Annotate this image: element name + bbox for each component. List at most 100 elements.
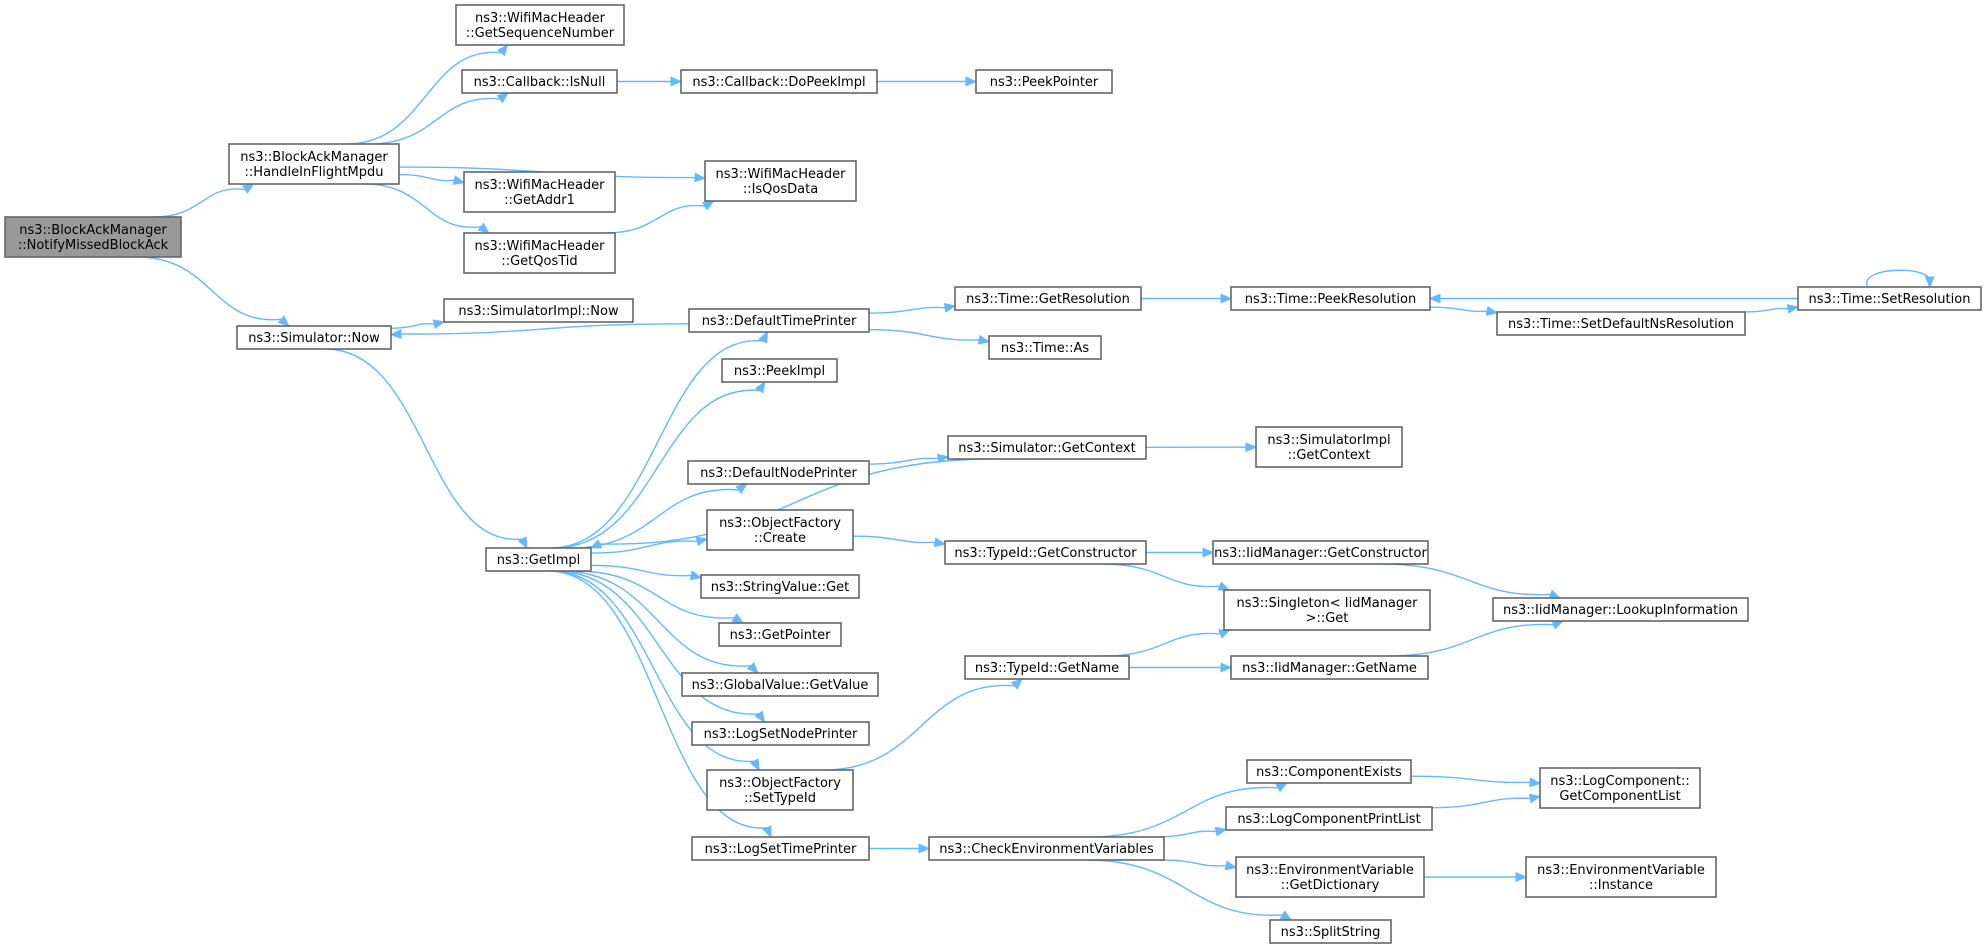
node-box[interactable]	[4, 216, 182, 258]
graph-node-getseq[interactable]: ns3::WifiMacHeader::GetSequenceNumber	[455, 4, 625, 46]
node-box[interactable]	[944, 540, 1147, 565]
graph-node-peekimpl[interactable]: ns3::PeekImpl	[721, 358, 838, 383]
graph-node-notify[interactable]: ns3::BlockAckManager::NotifyMissedBlockA…	[4, 216, 182, 258]
node-box[interactable]	[463, 232, 616, 274]
graph-node-gvgetvalue[interactable]: ns3::GlobalValue::GetValue	[681, 672, 879, 697]
node-box[interactable]	[988, 335, 1102, 360]
graph-node-handle[interactable]: ns3::BlockAckManager::HandleInFlightMpdu	[228, 143, 400, 185]
graph-node-getqostid[interactable]: ns3::WifiMacHeader::GetQosTid	[463, 232, 616, 274]
graph-node-simimplctx[interactable]: ns3::SimulatorImpl::GetContext	[1255, 426, 1403, 468]
edge-line	[553, 389, 760, 549]
graph-node-setdefns[interactable]: ns3::Time::SetDefaultNsResolution	[1496, 311, 1746, 336]
graph-node-getctor[interactable]: ns3::TypeId::GetConstructor	[944, 540, 1147, 565]
node-box[interactable]	[964, 655, 1130, 680]
node-box[interactable]	[975, 69, 1113, 94]
graph-node-checkenv[interactable]: ns3::CheckEnvironmentVariables	[928, 836, 1165, 861]
node-box[interactable]	[706, 769, 854, 811]
node-box[interactable]	[954, 286, 1142, 311]
node-box[interactable]	[485, 547, 592, 572]
edge-getimpl-to-ofcreate	[590, 536, 709, 554]
graph-node-logsettp[interactable]: ns3::LogSetTimePrinter	[691, 836, 870, 861]
node-label: ns3::Callback::IsNull	[474, 75, 606, 90]
graph-node-getpointer[interactable]: ns3::GetPointer	[718, 622, 842, 647]
node-box[interactable]	[228, 143, 400, 185]
node-box[interactable]	[691, 721, 870, 746]
node-box[interactable]	[718, 622, 842, 647]
graph-node-getcomplist[interactable]: ns3::LogComponent::GetComponentList	[1539, 767, 1701, 809]
edge-arrowhead	[918, 843, 931, 854]
node-box[interactable]	[691, 836, 870, 861]
graph-node-getaddr1[interactable]: ns3::WifiMacHeader::GetAddr1	[463, 171, 616, 213]
graph-node-ofcreate[interactable]: ns3::ObjectFactory::Create	[706, 509, 854, 551]
node-box[interactable]	[1230, 286, 1431, 311]
edge-checkenv-to-envgetdict	[1160, 859, 1238, 871]
graph-node-simimplnow[interactable]: ns3::SimulatorImpl::Now	[443, 298, 634, 323]
graph-node-isnull[interactable]: ns3::Callback::IsNull	[461, 69, 618, 94]
node-box[interactable]	[1797, 286, 1982, 311]
node-box[interactable]	[1223, 589, 1431, 631]
node-box[interactable]	[1269, 919, 1392, 944]
node-box[interactable]	[700, 574, 860, 599]
graph-node-isqos[interactable]: ns3::WifiMacHeader::IsQosData	[704, 160, 857, 202]
graph-node-lookup[interactable]: ns3::IidManager::LookupInformation	[1492, 597, 1749, 622]
graph-node-ofsettypeid[interactable]: ns3::ObjectFactory::SetTypeId	[706, 769, 854, 811]
graph-node-singleton[interactable]: ns3::Singleton< IidManager>::Get	[1223, 589, 1431, 631]
graph-node-getimpl[interactable]: ns3::GetImpl	[485, 547, 592, 572]
node-box[interactable]	[455, 4, 625, 46]
node-label: ns3::Time::PeekResolution	[1245, 292, 1416, 307]
graph-node-timeas[interactable]: ns3::Time::As	[988, 335, 1102, 360]
graph-node-deftp[interactable]: ns3::DefaultTimePrinter	[688, 308, 870, 333]
edge-line	[823, 684, 1015, 771]
node-box[interactable]	[463, 171, 616, 213]
edge-checkenv-to-logcompprint	[1154, 826, 1228, 838]
node-label: ns3::Time::SetResolution	[1809, 292, 1971, 307]
edge-line	[346, 51, 502, 145]
node-box[interactable]	[706, 509, 854, 551]
graph-node-compexists[interactable]: ns3::ComponentExists	[1246, 759, 1412, 784]
graph-node-iidgetctor[interactable]: ns3::IidManager::GetConstructor	[1212, 540, 1429, 565]
graph-node-setres[interactable]: ns3::Time::SetResolution	[1797, 286, 1982, 311]
node-box[interactable]	[1496, 311, 1746, 336]
node-box[interactable]	[443, 298, 634, 323]
graph-node-peekres[interactable]: ns3::Time::PeekResolution	[1230, 286, 1431, 311]
node-box[interactable]	[1235, 856, 1425, 898]
node-box[interactable]	[947, 435, 1147, 460]
node-box[interactable]	[688, 308, 870, 333]
node-box[interactable]	[461, 69, 618, 94]
node-box[interactable]	[1230, 655, 1429, 680]
edge-arrowhead	[1551, 620, 1565, 630]
node-box[interactable]	[1225, 806, 1433, 831]
node-box[interactable]	[704, 160, 857, 202]
node-box[interactable]	[1212, 540, 1429, 565]
node-label: ::HandleInFlightMpdu	[245, 165, 384, 180]
graph-node-splitstring[interactable]: ns3::SplitString	[1269, 919, 1392, 944]
node-box[interactable]	[1255, 426, 1403, 468]
edge-arrowhead	[1548, 589, 1562, 599]
node-box[interactable]	[687, 460, 870, 485]
graph-node-logcompprint[interactable]: ns3::LogComponentPrintList	[1225, 806, 1433, 831]
graph-node-simgetctx[interactable]: ns3::Simulator::GetContext	[947, 435, 1147, 460]
node-box[interactable]	[1492, 597, 1749, 622]
graph-node-defnp[interactable]: ns3::DefaultNodePrinter	[687, 460, 870, 485]
graph-node-dopeek[interactable]: ns3::Callback::DoPeekImpl	[680, 69, 878, 94]
graph-node-simnow[interactable]: ns3::Simulator::Now	[236, 325, 392, 350]
graph-node-getres[interactable]: ns3::Time::GetResolution	[954, 286, 1142, 311]
graph-node-typeidgetname[interactable]: ns3::TypeId::GetName	[964, 655, 1130, 680]
node-box[interactable]	[681, 672, 879, 697]
node-label: ::SetTypeId	[744, 791, 816, 806]
node-box[interactable]	[721, 358, 838, 383]
edge-notify-to-handle	[153, 183, 255, 218]
node-box[interactable]	[1246, 759, 1412, 784]
graph-node-iidgetname[interactable]: ns3::IidManager::GetName	[1230, 655, 1429, 680]
graph-node-strget[interactable]: ns3::StringValue::Get	[700, 574, 860, 599]
node-box[interactable]	[928, 836, 1165, 861]
graph-node-peekptr[interactable]: ns3::PeekPointer	[975, 69, 1113, 94]
edge-arrowhead	[1224, 860, 1238, 871]
node-box[interactable]	[236, 325, 392, 350]
graph-node-envinstance[interactable]: ns3::EnvironmentVariable::Instance	[1525, 856, 1717, 898]
node-box[interactable]	[1525, 856, 1717, 898]
graph-node-logsetnp[interactable]: ns3::LogSetNodePrinter	[691, 721, 870, 746]
node-box[interactable]	[1539, 767, 1701, 809]
node-box[interactable]	[680, 69, 878, 94]
graph-node-envgetdict[interactable]: ns3::EnvironmentVariable::GetDictionary	[1235, 856, 1425, 898]
